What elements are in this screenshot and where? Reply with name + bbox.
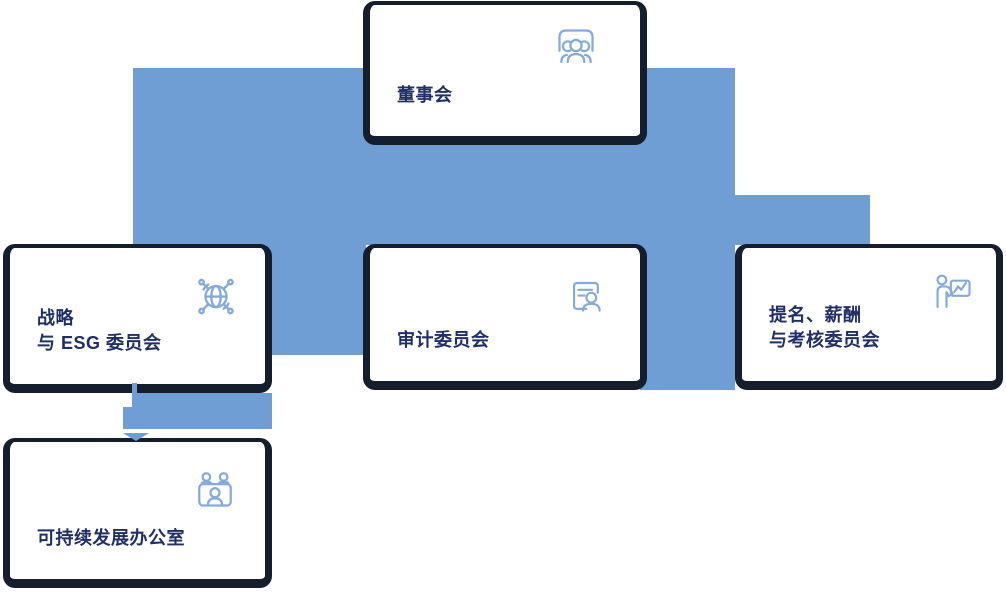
node-label-line: 与 ESG 委员会 — [37, 333, 162, 353]
node-label-line: 可持续发展办公室 — [37, 528, 185, 548]
node-strategy-esg-committee: 战略 与 ESG 委员会 — [3, 244, 272, 393]
node-board: 董事会 — [363, 1, 647, 145]
presenter-chart-icon — [928, 271, 978, 317]
connector-strategy-audit-gap — [266, 244, 366, 355]
node-label-line: 与考核委员会 — [769, 330, 880, 350]
node-label-line: 董事会 — [397, 85, 453, 105]
node-nomination-remuneration-assessment-committee: 提名、薪酬 与考核委员会 — [735, 244, 1003, 390]
node-label-line: 审计委员会 — [397, 330, 490, 350]
connector-strategy-to-office-lower — [123, 407, 272, 429]
node-label: 董事会 — [397, 83, 453, 108]
node-label-line: 提名、薪酬 — [769, 305, 862, 325]
node-label: 战略 与 ESG 委员会 — [37, 306, 162, 356]
node-sustainability-office: 可持续发展办公室 — [3, 438, 272, 588]
connector-audit-nomination-gap — [640, 244, 735, 390]
arrow-down-icon — [123, 433, 149, 441]
board-meeting-icon — [550, 23, 602, 71]
connector-strategy-to-office-upper — [132, 393, 272, 408]
audit-card-icon — [564, 274, 610, 320]
connector-arm-nomination — [735, 195, 870, 245]
node-label-line: 战略 — [37, 308, 74, 328]
node-label: 提名、薪酬 与考核委员会 — [769, 303, 880, 353]
node-audit-committee: 审计委员会 — [363, 244, 647, 390]
globe-network-icon — [191, 270, 241, 320]
connector-strategy-bottom-stub — [132, 383, 137, 394]
meeting-group-icon — [191, 468, 239, 516]
node-label: 可持续发展办公室 — [37, 526, 185, 551]
node-label: 审计委员会 — [397, 328, 490, 353]
